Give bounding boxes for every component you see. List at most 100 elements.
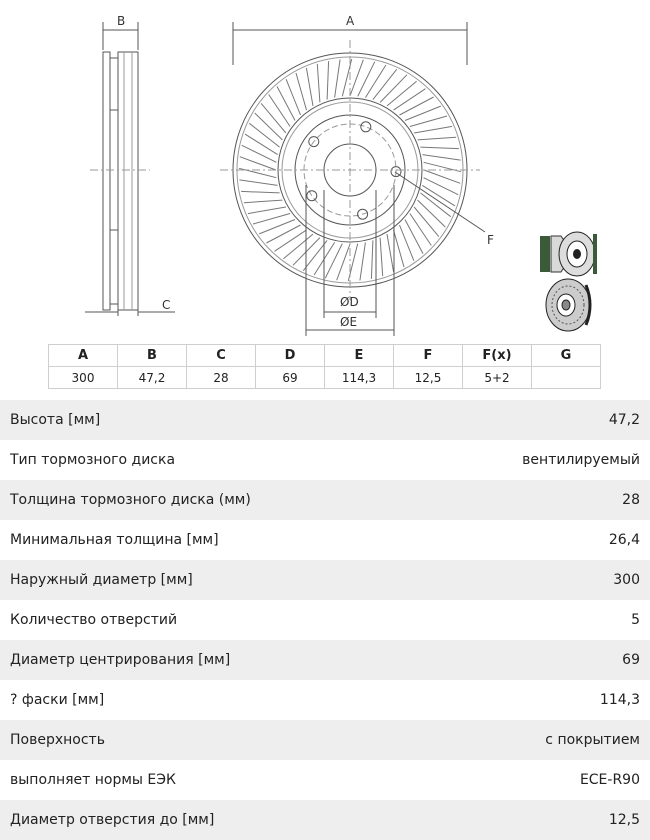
vent-slot — [359, 242, 366, 281]
vent-slot — [393, 88, 426, 111]
vent-slot — [417, 136, 457, 141]
spec-value: 5 — [631, 612, 640, 628]
spec-row: Тип тормозного диска вентилируемый — [0, 440, 650, 480]
dimension-table: A B C D E F F(x) G 300 47,2 28 69 114,3 … — [48, 344, 601, 389]
vent-slot — [274, 229, 307, 252]
vent-slot — [409, 115, 448, 127]
spec-value: 300 — [613, 572, 640, 588]
spec-value: 47,2 — [608, 412, 640, 428]
dimension-value: 28 — [186, 366, 256, 389]
vent-slots — [238, 58, 462, 282]
vent-slot — [285, 79, 301, 116]
spec-row: выполняет нормы ЕЭК ECE-R90 — [0, 760, 650, 800]
label-b: B — [117, 14, 125, 28]
spec-label: Высота [мм] — [10, 412, 101, 428]
spec-label: Тип тормозного диска — [10, 452, 176, 468]
dimension-value: 114,3 — [324, 366, 394, 389]
spec-row: Поверхность с покрытием — [0, 720, 650, 760]
vent-slot — [357, 61, 376, 97]
spec-row: ? фаски [мм] 114,3 — [0, 680, 650, 720]
spec-value: 114,3 — [599, 692, 640, 708]
vent-slot — [420, 192, 452, 218]
vent-slot — [422, 154, 461, 161]
disc-front-view — [220, 22, 486, 336]
spec-row: Диаметр отверстия до [мм] 12,5 — [0, 800, 650, 840]
vent-slot — [404, 219, 424, 254]
dimension-value: 12,5 — [393, 366, 463, 389]
bolt-holes — [306, 121, 402, 220]
vent-slot — [276, 86, 296, 121]
vent-slot — [386, 234, 395, 273]
label-a: A — [346, 14, 355, 28]
bolt-hole — [306, 190, 318, 202]
dimension-value: 5+2 — [462, 366, 532, 389]
spec-label: Толщина тормозного диска (мм) — [10, 492, 251, 508]
spec-value: 69 — [622, 652, 640, 668]
vent-slot — [379, 74, 408, 103]
spec-label: ? фаски [мм] — [10, 692, 105, 708]
vent-slot — [302, 240, 328, 272]
vent-slot — [423, 161, 462, 173]
vent-slot — [347, 243, 359, 282]
dimension-header: F(x) — [462, 344, 532, 367]
dimension-header: F — [393, 344, 463, 367]
vent-slot — [241, 144, 277, 163]
vent-slot — [423, 177, 459, 196]
vent-slot — [336, 243, 351, 281]
brake-disc-drawing: B C A F ØD ØE — [85, 14, 597, 336]
disc-perspective-icon — [545, 278, 592, 332]
vent-slot — [238, 167, 277, 179]
vent-slot — [254, 112, 283, 141]
disc-side-icon — [540, 231, 597, 277]
label-f: F — [487, 233, 494, 247]
spec-list: Высота [мм] 47,2 Тип тормозного диска ве… — [0, 400, 650, 840]
vent-slot — [422, 184, 456, 207]
dimension-value-row: 300 47,2 28 69 114,3 12,5 5+2 — [48, 366, 601, 389]
spec-row: Минимальная толщина [мм] 26,4 — [0, 520, 650, 560]
dimension-header: D — [255, 344, 325, 367]
vent-slot — [305, 67, 314, 106]
dimension-value: 47,2 — [117, 366, 187, 389]
vent-slot — [379, 237, 384, 277]
dimension-header: C — [186, 344, 256, 367]
spec-label: Минимальная толщина [мм] — [10, 532, 219, 548]
bolt-hole — [308, 136, 320, 148]
vent-slot — [364, 64, 387, 98]
vent-slot — [349, 59, 364, 97]
dimension-header: A — [48, 344, 118, 367]
vent-slot — [260, 103, 287, 134]
vent-slot — [239, 179, 278, 186]
vent-slot — [399, 96, 434, 116]
spec-label: Поверхность — [10, 732, 105, 748]
vent-slot — [266, 224, 301, 244]
vent-slot — [295, 72, 307, 111]
vent-slot — [414, 125, 453, 134]
vent-slot — [326, 61, 330, 100]
vent-slot — [241, 190, 280, 194]
bolt-hole — [357, 208, 369, 220]
spec-value: вентилируемый — [522, 452, 640, 468]
dimension-header: G — [531, 344, 601, 367]
spec-label: Диаметр отверстия до [мм] — [10, 812, 215, 828]
spec-row: Диаметр центрирования [мм] 69 — [0, 640, 650, 680]
vent-slot — [268, 94, 291, 127]
vent-slot — [370, 240, 374, 279]
vent-slot — [404, 105, 441, 121]
vent-slot — [420, 146, 459, 150]
dimension-value: 300 — [48, 366, 118, 389]
label-d: ØD — [340, 295, 359, 309]
label-c: C — [162, 298, 170, 312]
spec-value: 26,4 — [608, 532, 640, 548]
vent-slot — [413, 206, 440, 237]
spec-row: Толщина тормозного диска (мм) 28 — [0, 480, 650, 520]
bolt-hole — [360, 121, 372, 133]
bolt-hole — [390, 166, 402, 178]
spec-row: Высота [мм] 47,2 — [0, 400, 650, 440]
spec-label: Количество отверстий — [10, 612, 178, 628]
spec-value: 12,5 — [608, 812, 640, 828]
spec-value: с покрытием — [545, 732, 640, 748]
vent-slot — [409, 213, 432, 246]
dimension-header: B — [117, 344, 187, 367]
label-e: ØE — [340, 315, 357, 329]
spec-value: ECE-R90 — [579, 772, 640, 788]
